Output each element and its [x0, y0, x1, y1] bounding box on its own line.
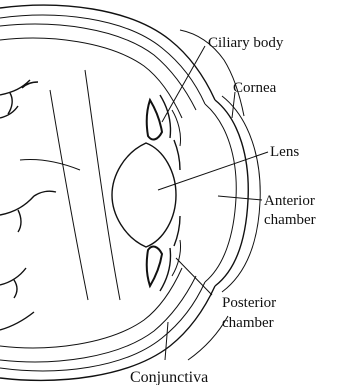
label-lens: Lens [270, 144, 299, 160]
posterior-chamber-leader [176, 258, 212, 295]
label-anterior-chamber-1: Anterior [264, 193, 315, 209]
lens-leader [158, 152, 268, 190]
ciliary-body-leader [162, 46, 205, 122]
retina-vessels [0, 70, 120, 330]
label-posterior-chamber-2: chamber [222, 315, 274, 331]
label-ciliary-body: Ciliary body [208, 35, 284, 51]
label-conjunctiva: Conjunctiva [130, 369, 208, 385]
iris [174, 140, 180, 246]
lens-shape [112, 143, 176, 247]
label-cornea: Cornea [233, 80, 277, 96]
label-anterior-chamber-2: chamber [264, 212, 316, 228]
label-posterior-chamber-1: Posterior [222, 295, 276, 311]
conjunctiva-leader [165, 322, 168, 360]
anterior-chamber-leader [218, 196, 262, 200]
